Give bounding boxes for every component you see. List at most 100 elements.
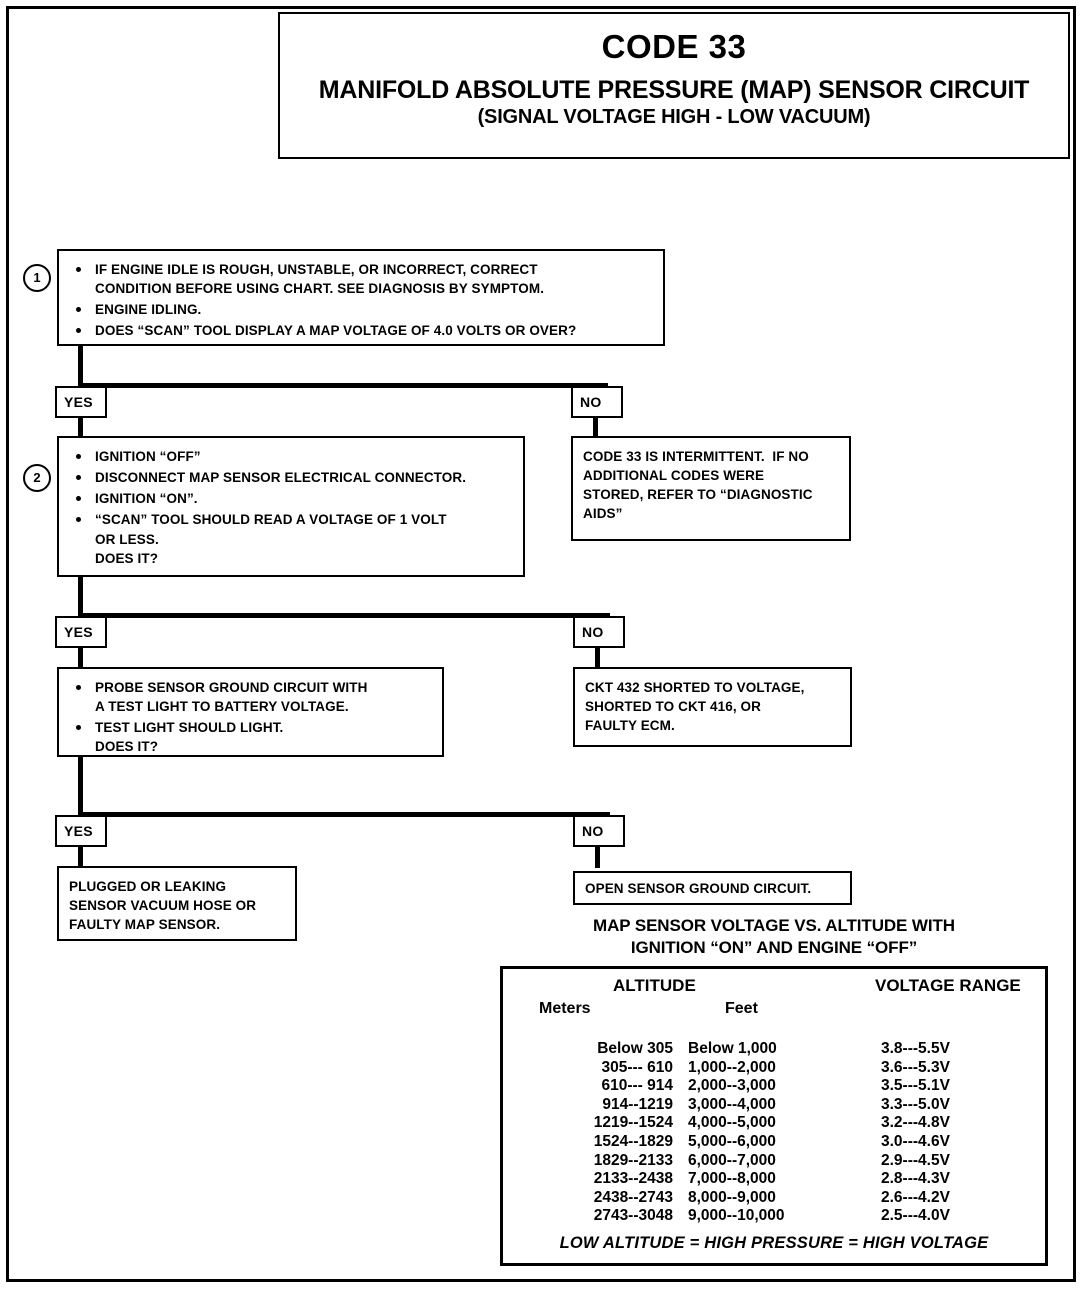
connector-v-box1-down: [78, 346, 83, 388]
cell-feet: 4,000--5,000: [688, 1114, 776, 1132]
tag-yes-2: YES: [55, 616, 107, 648]
table-row: 2743--3048 9,000--10,000 2.5---4.0V: [503, 1207, 1045, 1226]
header-code: CODE 33: [601, 28, 747, 65]
table-header-row-1: ALTITUDE VOLTAGE RANGE: [503, 976, 1045, 1000]
probe-line-2: A TEST LIGHT TO BATTERY VOLTAGE.: [95, 699, 349, 715]
cell-feet: 8,000--9,000: [688, 1188, 776, 1206]
table-header-altitude: ALTITUDE: [613, 976, 696, 995]
step-2-bullet-list: IGNITION “OFF” DISCONNECT MAP SENSOR ELE…: [69, 447, 513, 568]
connector-h-branch-2: [78, 613, 610, 618]
open-sensor-ground-box: OPEN SENSOR GROUND CIRCUIT.: [573, 871, 852, 905]
open-ground-line-1: OPEN SENSOR GROUND CIRCUIT.: [585, 881, 812, 896]
table-header-voltage-range: VOLTAGE RANGE: [875, 976, 1021, 995]
step-2-line-4: “SCAN” TOOL SHOULD READ A VOLTAGE OF 1 V…: [95, 512, 447, 528]
connector-v-yes3-to-plugged: [78, 846, 83, 868]
probe-line-4: DOES IT?: [95, 739, 159, 755]
connector-v-no3-to-open-ground: [595, 846, 600, 868]
cell-voltage-range: 3.0---4.6V: [881, 1132, 950, 1150]
cell-voltage-range: 2.5---4.0V: [881, 1207, 950, 1225]
cell-meters: 1829--2133: [593, 1151, 673, 1169]
plugged-leaking-box: PLUGGED OR LEAKING SENSOR VACUUM HOSE OR…: [57, 866, 297, 941]
step-2-line-6: DOES IT?: [95, 550, 159, 566]
tag-no-2: NO: [573, 616, 625, 648]
cell-feet: 3,000--4,000: [688, 1095, 776, 1113]
table-header-feet: Feet: [725, 1000, 758, 1017]
ckt-432-shorted-box: CKT 432 SHORTED TO VOLTAGE, SHORTED TO C…: [573, 667, 852, 747]
table-row: 1524--1829 5,000--6,000 3.0---4.6V: [503, 1133, 1045, 1152]
page-border: [6, 6, 1076, 1282]
cell-meters: 1219--1524: [593, 1114, 673, 1132]
plugged-line-3: FAULTY MAP SENSOR.: [69, 917, 221, 933]
cell-voltage-range: 3.2---4.8V: [881, 1114, 950, 1132]
header-subtitle: (SIGNAL VOLTAGE HIGH - LOW VACUUM): [477, 105, 871, 128]
step-1-bullet-2: ENGINE IDLING.: [69, 300, 653, 319]
caption-line-2: IGNITION “ON” AND ENGINE “OFF”: [630, 938, 918, 958]
step-1-box: IF ENGINE IDLE IS ROUGH, UNSTABLE, OR IN…: [57, 249, 665, 346]
table-row: 914--1219 3,000--4,000 3.3---5.0V: [503, 1096, 1045, 1115]
code-33-intermittent-box: CODE 33 IS INTERMITTENT. IF NO ADDITIONA…: [571, 436, 851, 541]
table-row: 2438--2743 8,000--9,000 2.6---4.2V: [503, 1189, 1045, 1208]
cell-voltage-range: 2.6---4.2V: [881, 1188, 950, 1206]
intermittent-line-1: CODE 33 IS INTERMITTENT. IF NO: [583, 449, 809, 464]
tag-yes-1: YES: [55, 386, 107, 418]
cell-meters: 914--1219: [602, 1095, 673, 1113]
table-footer-note: LOW ALTITUDE = HIGH PRESSURE = HIGH VOLT…: [559, 1234, 989, 1252]
step-number-1: 1: [23, 264, 51, 292]
cell-feet: 7,000--8,000: [688, 1170, 776, 1188]
step-1-line-2: CONDITION BEFORE USING CHART. SEE DIAGNO…: [95, 281, 545, 297]
intermittent-line-4: AIDS”: [583, 506, 623, 522]
probe-bullet-1: PROBE SENSOR GROUND CIRCUIT WITH A TEST …: [69, 678, 432, 716]
ckt432-line-2: SHORTED TO CKT 416, OR: [585, 699, 761, 715]
cell-meters: 2438--2743: [593, 1188, 673, 1206]
probe-line-1: PROBE SENSOR GROUND CIRCUIT WITH: [95, 680, 368, 695]
cell-voltage-range: 3.5---5.1V: [881, 1077, 950, 1095]
step-2-bullet-4: “SCAN” TOOL SHOULD READ A VOLTAGE OF 1 V…: [69, 510, 513, 567]
altitude-voltage-table: ALTITUDE VOLTAGE RANGE Meters Feet Below…: [500, 966, 1048, 1266]
ckt432-line-3: FAULTY ECM.: [585, 718, 675, 734]
probe-bullet-2: TEST LIGHT SHOULD LIGHT. DOES IT?: [69, 718, 432, 756]
probe-bullet-list: PROBE SENSOR GROUND CIRCUIT WITH A TEST …: [69, 678, 432, 757]
cell-meters: 2743--3048: [593, 1207, 673, 1225]
table-row: 305--- 610 1,000--2,000 3.6---5.3V: [503, 1059, 1045, 1078]
step-1-bullet-3: DOES “SCAN” TOOL DISPLAY A MAP VOLTAGE O…: [69, 321, 653, 340]
step-2-bullet-1: IGNITION “OFF”: [69, 447, 513, 466]
connector-v-yes2-to-box3: [78, 647, 83, 669]
connector-v-box2-down: [78, 577, 83, 619]
cell-feet: 1,000--2,000: [688, 1058, 776, 1076]
step-1-bullet-1: IF ENGINE IDLE IS ROUGH, UNSTABLE, OR IN…: [69, 260, 653, 298]
cell-feet: 5,000--6,000: [688, 1132, 776, 1150]
table-header-meters: Meters: [539, 1000, 591, 1017]
connector-h-branch-1: [78, 383, 608, 388]
cell-meters: Below 305: [597, 1040, 673, 1057]
cell-voltage-range: 3.6---5.3V: [881, 1058, 950, 1076]
cell-feet: 2,000--3,000: [688, 1077, 776, 1095]
plugged-line-2: SENSOR VACUUM HOSE OR: [69, 898, 257, 914]
step-1-line-1: IF ENGINE IDLE IS ROUGH, UNSTABLE, OR IN…: [95, 262, 538, 277]
ckt432-line-1: CKT 432 SHORTED TO VOLTAGE,: [585, 680, 805, 695]
altitude-table-caption: MAP SENSOR VOLTAGE VS. ALTITUDE WITH IGN…: [500, 915, 1048, 959]
cell-feet: 9,000--10,000: [688, 1207, 785, 1225]
step-1-bullet-list: IF ENGINE IDLE IS ROUGH, UNSTABLE, OR IN…: [69, 260, 653, 341]
cell-meters: 1524--1829: [593, 1132, 673, 1150]
intermittent-line-2: ADDITIONAL CODES WERE: [583, 468, 765, 484]
plugged-line-1: PLUGGED OR LEAKING: [69, 879, 227, 894]
cell-voltage-range: 2.8---4.3V: [881, 1170, 950, 1188]
connector-v-yes1-to-box2: [78, 417, 83, 439]
step-number-2: 2: [23, 464, 51, 492]
cell-voltage-range: 3.3---5.0V: [881, 1095, 950, 1113]
header-title-box: CODE 33 MANIFOLD ABSOLUTE PRESSURE (MAP)…: [278, 12, 1070, 159]
table-row: 1219--1524 4,000--5,000 3.2---4.8V: [503, 1114, 1045, 1133]
table-header-row-2: Meters Feet: [503, 1000, 1045, 1026]
caption-line-1: MAP SENSOR VOLTAGE VS. ALTITUDE WITH: [593, 916, 955, 935]
connector-h-branch-3: [78, 812, 610, 817]
step-2-box: IGNITION “OFF” DISCONNECT MAP SENSOR ELE…: [57, 436, 525, 577]
cell-voltage-range: 3.8---5.5V: [881, 1040, 950, 1057]
tag-yes-3: YES: [55, 815, 107, 847]
cell-meters: 305--- 610: [601, 1058, 673, 1076]
connector-v-no1-to-intermittent: [593, 417, 598, 439]
